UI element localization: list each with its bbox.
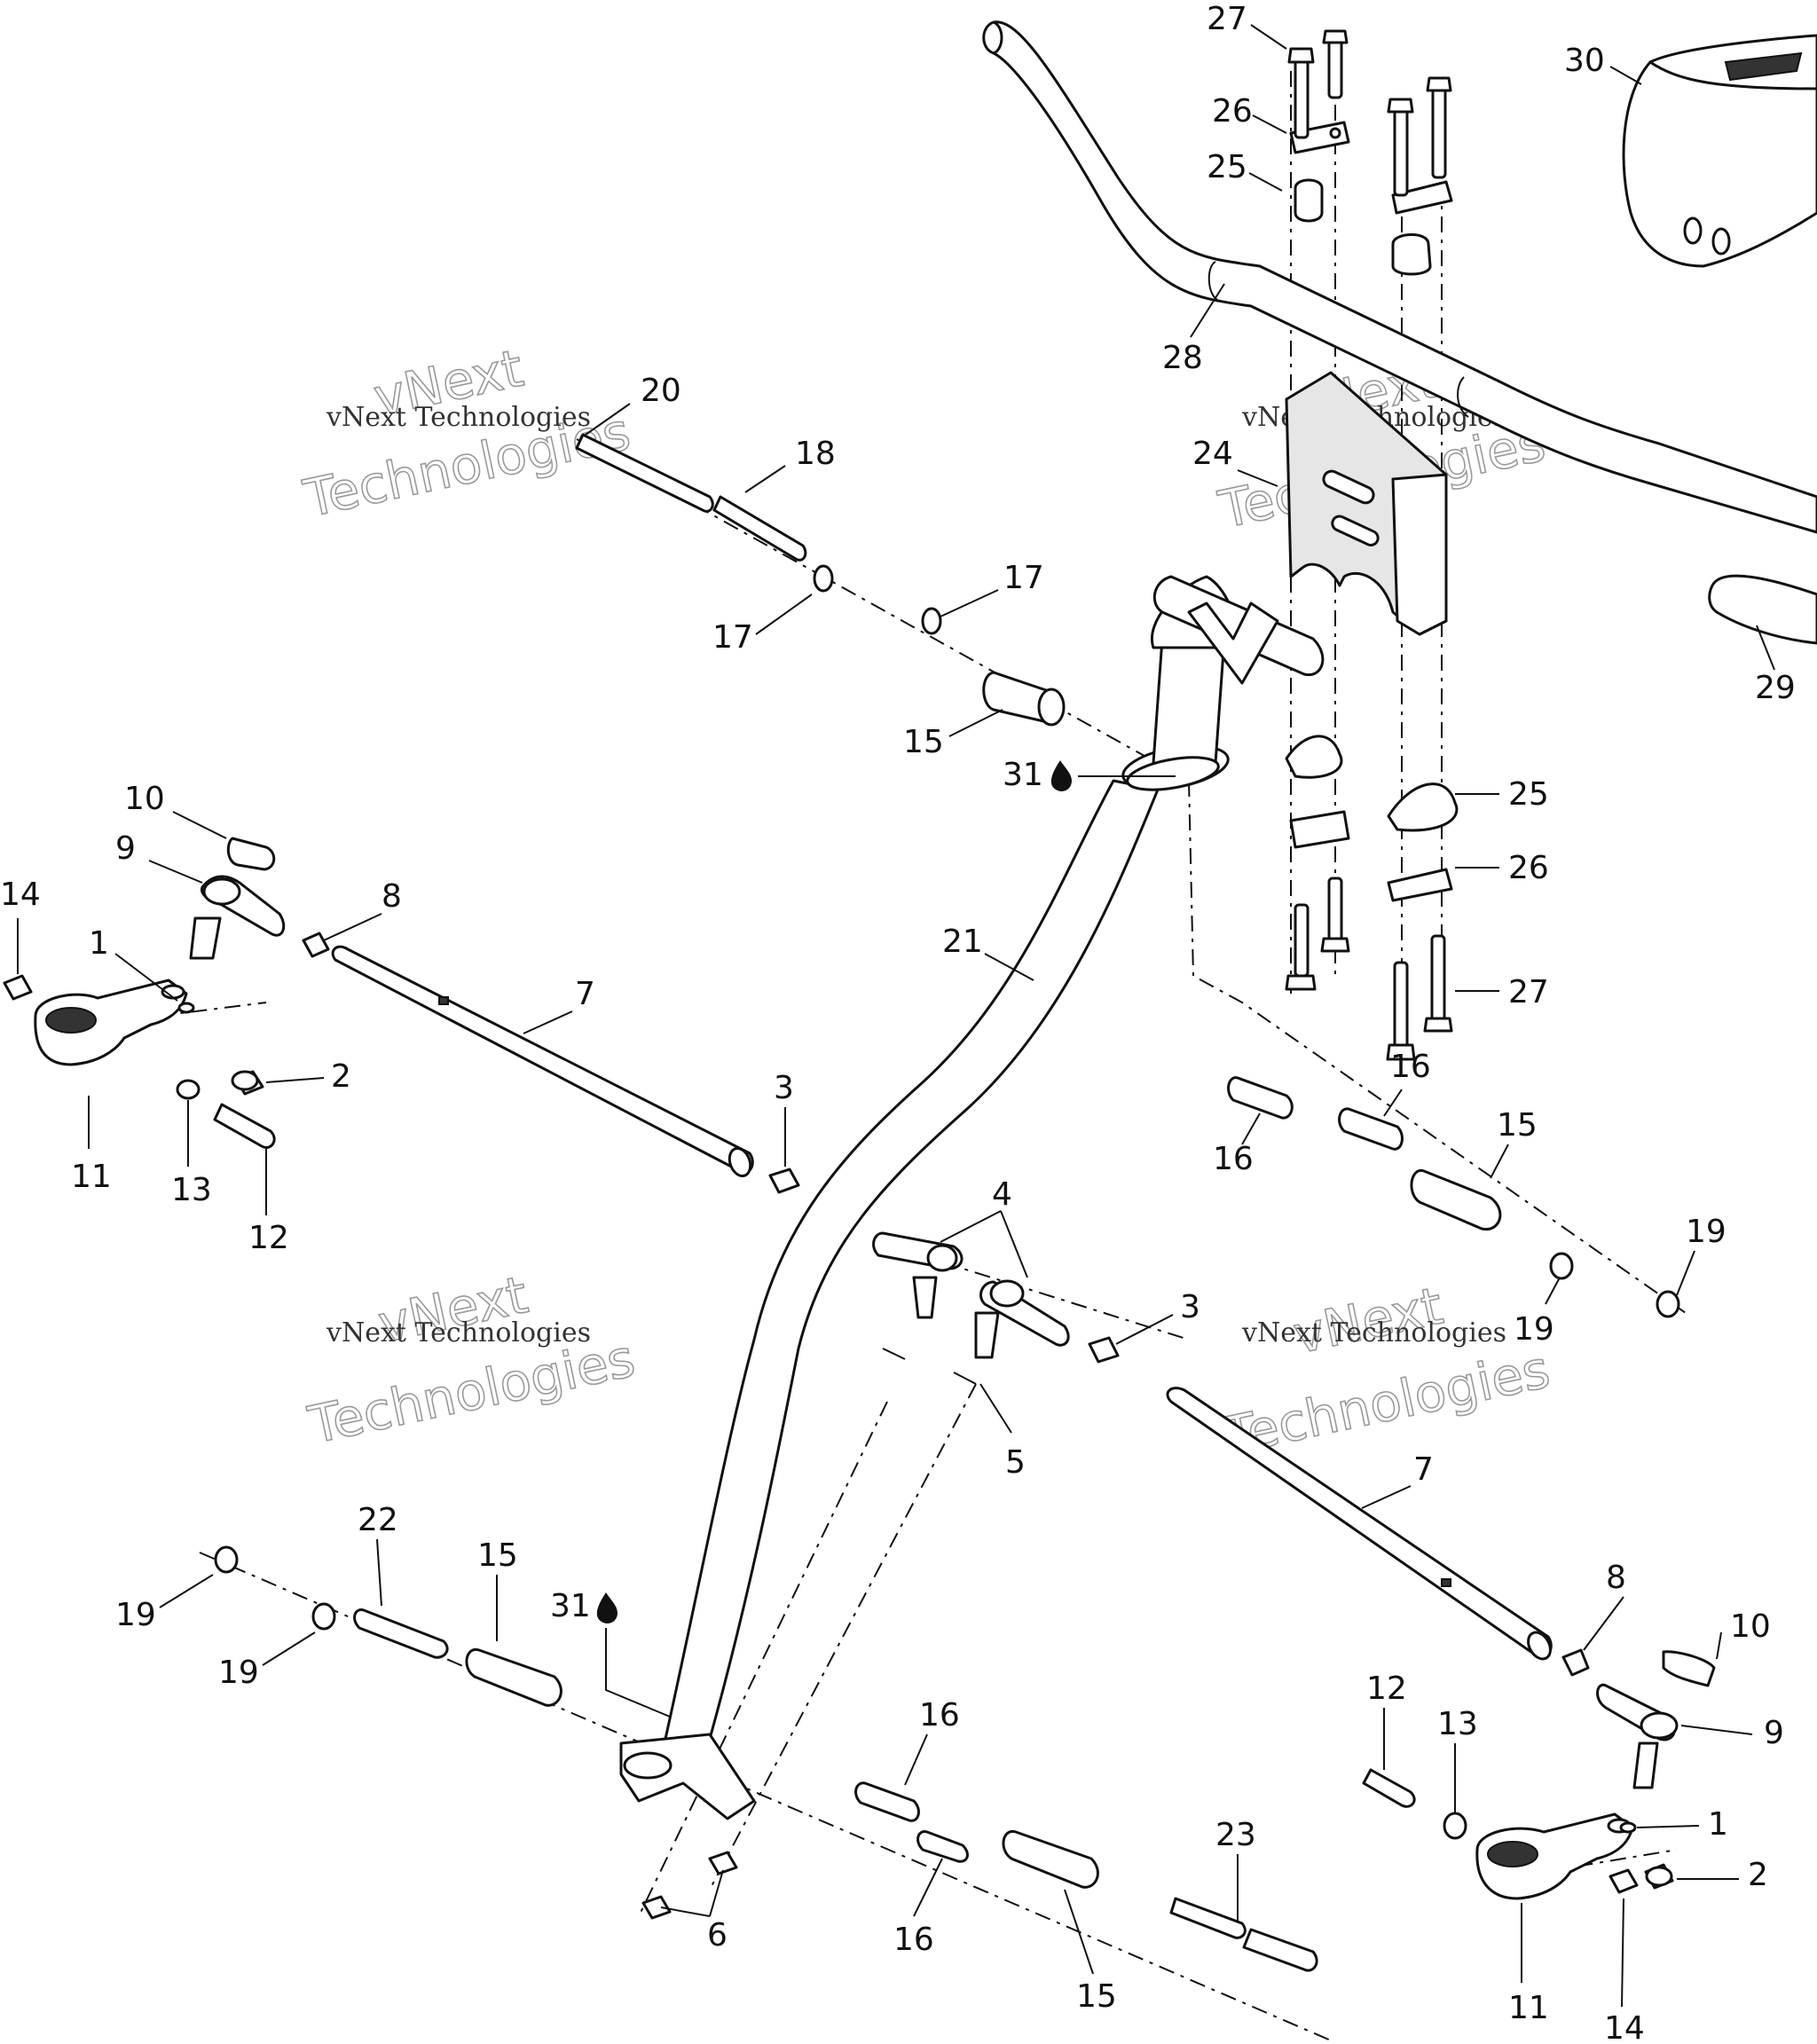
cotter-pins [882, 1348, 977, 1385]
callout-19-right-lower: 19 [1514, 1311, 1554, 1348]
callout-31-upper: 31 [1003, 757, 1043, 793]
callout-1-right: 1 [1708, 1806, 1728, 1843]
tie-rod-lower [1166, 1387, 1553, 1661]
callout-13-left: 13 [171, 1172, 212, 1208]
steering-arm-left [34, 979, 188, 1066]
callout-17-left: 17 [712, 619, 753, 656]
callout-18: 18 [795, 436, 836, 472]
tie-rod-upper [331, 945, 754, 1177]
oil-drop-icon [1050, 760, 1072, 791]
callout-13-right: 13 [1437, 1706, 1478, 1742]
callout-10-right: 10 [1730, 1608, 1771, 1645]
watermark-lower-left: Technologies vNext [303, 1263, 641, 1456]
callout-25-upper: 25 [1207, 149, 1247, 185]
callout-19-lower-left-b: 19 [218, 1655, 259, 1691]
callout-31-lower: 31 [550, 1588, 591, 1624]
callout-16-lower-b: 16 [893, 1922, 934, 1958]
grip-end [1708, 574, 1817, 645]
watermark-caption-lower-left: vNext Technologies [326, 1317, 591, 1348]
callout-14-right: 14 [1604, 2010, 1645, 2044]
handlebar-clamp [1285, 371, 1448, 636]
callout-29: 29 [1755, 670, 1796, 706]
jam-nuts [302, 932, 1590, 1677]
callout-7-upper: 7 [575, 976, 595, 1012]
callout-15-upper: 15 [903, 724, 944, 760]
steering-column [619, 575, 1325, 1820]
callout-21: 21 [942, 924, 983, 960]
callout-14-left: 14 [0, 877, 41, 913]
oil-drop-icon [596, 1592, 617, 1623]
callout-17-right: 17 [1003, 560, 1044, 596]
handlebar-pad [1622, 34, 1817, 268]
upper-clamp-hardware [1287, 29, 1453, 276]
callout-25-lower: 25 [1508, 776, 1549, 813]
watermark-caption-lower-right: vNext Technologies [1241, 1317, 1506, 1348]
ball-joint-left [189, 837, 286, 960]
callout-19-lower-left-a: 19 [115, 1597, 156, 1633]
callout-15-right: 15 [1497, 1107, 1538, 1144]
callout-16-lower-a: 16 [919, 1697, 960, 1733]
callout-26-upper: 26 [1212, 93, 1253, 130]
callout-12-right: 12 [1366, 1671, 1407, 1707]
callout-11-right: 11 [1508, 1990, 1549, 2026]
callout-28: 28 [1162, 340, 1203, 376]
callout-5: 5 [1005, 1444, 1026, 1481]
callout-15-lower-left: 15 [477, 1537, 518, 1574]
callout-9-right: 9 [1764, 1715, 1784, 1751]
callout-10-left: 10 [124, 781, 165, 817]
callout-20: 20 [641, 373, 681, 409]
callout-16-mid-right: 16 [1213, 1141, 1254, 1177]
callout-2-right: 2 [1748, 1857, 1768, 1893]
callout-1-left: 1 [89, 925, 109, 962]
bushings-right [1227, 1076, 1680, 1318]
ball-joint-right [1596, 1650, 1716, 1789]
callout-11-left: 11 [71, 1159, 112, 1195]
callout-27-upper: 27 [1207, 1, 1247, 37]
callout-26-lower: 26 [1508, 850, 1549, 886]
callout-3-upper: 3 [774, 1070, 794, 1106]
lower-link-assembly [214, 1545, 1318, 1972]
callout-22: 22 [358, 1502, 398, 1538]
watermark-lower-right: Technologies vNext [1217, 1275, 1555, 1467]
callout-7-lower: 7 [1413, 1451, 1434, 1488]
watermark-caption-upper-left: vNext Technologies [326, 402, 591, 433]
callout-15-lower: 15 [1076, 1978, 1117, 2015]
steering-arm-right [1475, 1812, 1634, 1900]
small-hardware-right [1362, 1768, 1674, 1894]
callout-30: 30 [1564, 43, 1605, 79]
callout-2-left: 2 [331, 1058, 351, 1095]
callout-27-lower: 27 [1508, 974, 1549, 1010]
upper-link-rod [575, 433, 1066, 727]
callout-9-left: 9 [115, 830, 136, 867]
callout-12-left: 12 [248, 1220, 289, 1256]
callout-8-right: 8 [1606, 1560, 1626, 1596]
lower-clamp-hardware [1285, 735, 1459, 1061]
small-hardware-left [3, 974, 276, 1149]
callout-19-right-upper: 19 [1686, 1214, 1727, 1250]
callout-16-upper-right: 16 [1390, 1049, 1431, 1085]
callout-3-lower: 3 [1180, 1289, 1200, 1325]
callout-24: 24 [1192, 436, 1233, 472]
callout-8-left: 8 [381, 878, 402, 915]
tie-rod-ends [872, 1231, 1070, 1359]
callout-23: 23 [1215, 1817, 1256, 1853]
callout-6: 6 [707, 1917, 728, 1954]
callout-4: 4 [992, 1176, 1012, 1213]
